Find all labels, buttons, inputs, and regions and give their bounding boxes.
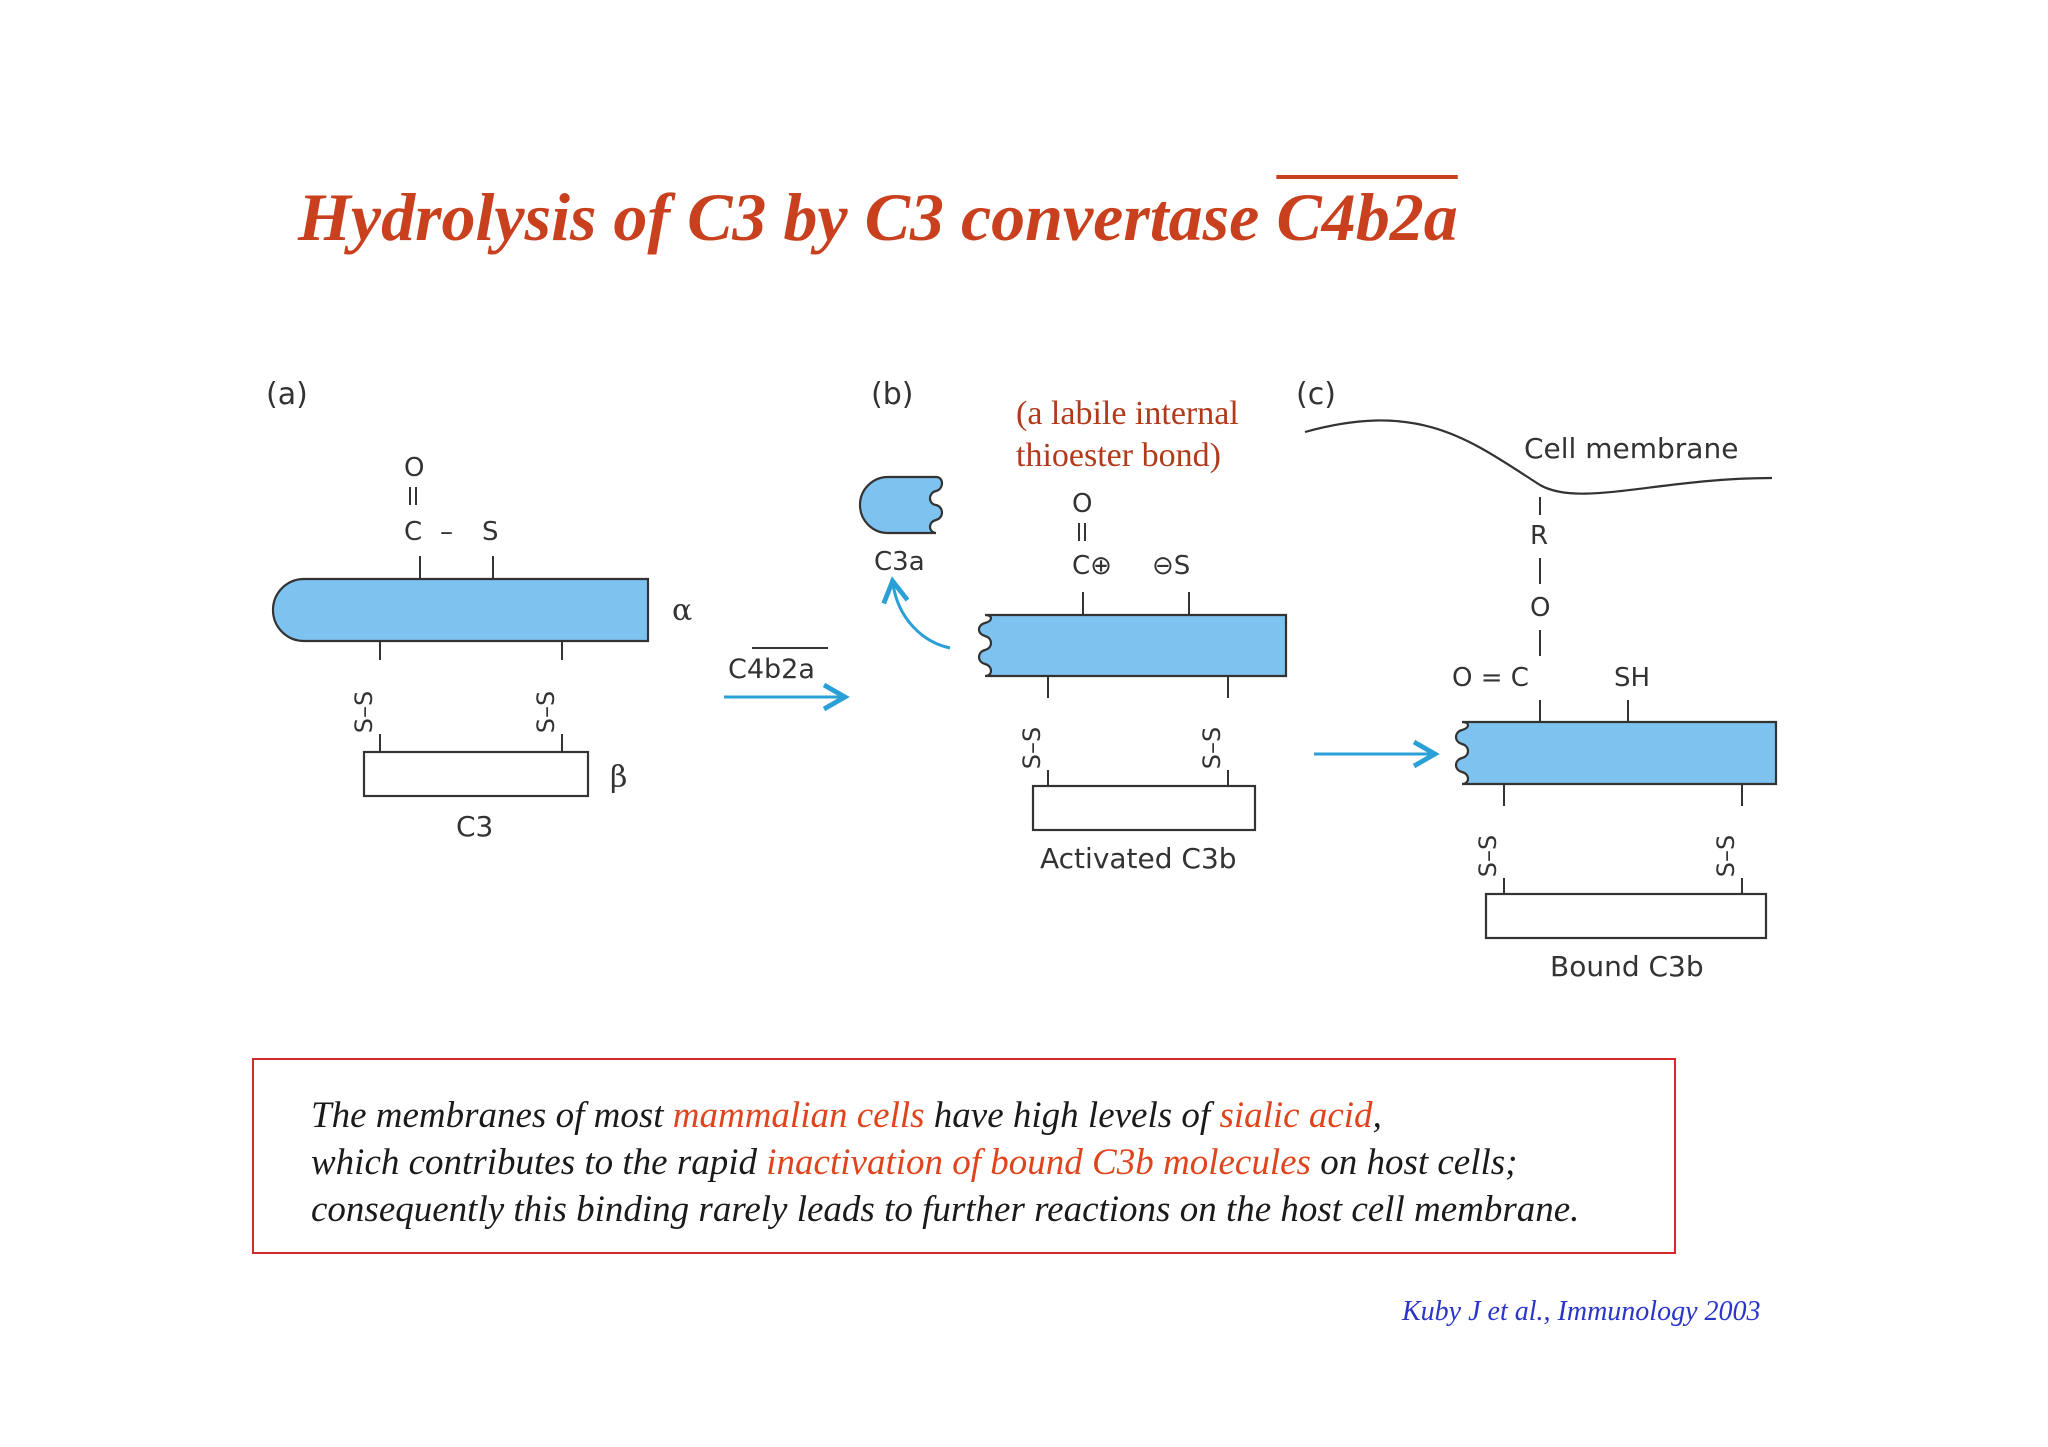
- panel-c-ester-carbonyl: O = C: [1452, 663, 1529, 693]
- panel-c-disulfide-left: S–S: [1474, 835, 1502, 877]
- explanation-line-1: The membranes of most mammalian cells ha…: [311, 1092, 1674, 1139]
- panel-c-membrane-label: Cell membrane: [1524, 432, 1738, 465]
- explanation-box: The membranes of most mammalian cells ha…: [252, 1058, 1676, 1254]
- panel-b-activated-alpha-chain: [977, 613, 1288, 678]
- panel-a-name: C3: [456, 810, 493, 843]
- panel-a-bond-dash: –: [440, 517, 453, 547]
- explanation-line-3: consequently this binding rarely leads t…: [311, 1186, 1674, 1233]
- panel-b-disulfide-right: S–S: [1198, 727, 1226, 769]
- explanation-line-2: which contributes to the rapid inactivat…: [311, 1139, 1674, 1186]
- panel-a-disulfide-right: S–S: [532, 691, 560, 733]
- panel-b-c3a-fragment: [858, 475, 944, 535]
- panel-a-disulfide-left: S–S: [350, 691, 378, 733]
- panel-a-beta-chain: [362, 750, 590, 798]
- explanation-text: consequently this binding rarely leads t…: [311, 1189, 1580, 1230]
- arrow1-label: C4b2a: [728, 654, 815, 685]
- highlighted-term: mammalian cells: [672, 1095, 925, 1136]
- panel-c-thiol: SH: [1614, 663, 1650, 693]
- panel-a-oxygen: O: [404, 453, 424, 483]
- explanation-text: The membranes of most: [311, 1095, 673, 1136]
- panel-a-alpha-label: α: [672, 593, 692, 628]
- panel-c-tag: (c): [1296, 377, 1336, 412]
- explanation-text: have high levels of: [924, 1095, 1220, 1136]
- highlighted-term: inactivation of bound C3b molecules: [766, 1142, 1311, 1183]
- explanation-text: ,: [1372, 1095, 1382, 1136]
- panel-a-alpha-chain: [271, 577, 650, 643]
- panel-b-beta-chain: [1031, 784, 1257, 832]
- panel-b-release-arrow: [881, 576, 951, 650]
- panel-a-carbon: C: [404, 517, 422, 547]
- panel-c-bound-alpha-chain: [1454, 720, 1778, 786]
- panel-c-name: Bound C3b: [1550, 950, 1704, 983]
- explanation-text: which contributes to the rapid: [311, 1142, 767, 1183]
- panel-c-r-group: R: [1530, 521, 1548, 551]
- panel-c-ester-oxygen: O: [1530, 593, 1550, 623]
- title-overlined-term: C4b2a: [1276, 179, 1458, 255]
- panel-b-carbonium: C⊕: [1072, 551, 1112, 581]
- panel-b-name: Activated C3b: [1040, 842, 1237, 875]
- panel-b-tag: (b): [871, 377, 913, 412]
- panel-b-note-line2: thioester bond): [1016, 437, 1221, 474]
- panel-b-disulfide-left: S–S: [1018, 727, 1046, 769]
- panel-a-tag: (a): [266, 377, 308, 412]
- page-title: Hydrolysis of C3 by C3 convertase C4b2a: [298, 178, 1458, 257]
- panel-c-beta-chain: [1484, 892, 1768, 940]
- panel-c-cell-membrane-line: [1304, 419, 1773, 495]
- panel-b-c3a-label: C3a: [874, 547, 925, 577]
- panel-b-note-line1: (a labile internal: [1016, 395, 1239, 432]
- panel-b-thiolate: ⊖S: [1152, 551, 1190, 581]
- highlighted-term: sialic acid: [1219, 1095, 1373, 1136]
- citation: Kuby J et al., Immunology 2003: [1402, 1296, 1761, 1327]
- panel-a-beta-label: β: [610, 760, 627, 795]
- title-text: Hydrolysis of C3 by C3 convertase: [298, 179, 1277, 255]
- explanation-text: on host cells;: [1310, 1142, 1518, 1183]
- panel-b-oxygen: O: [1072, 489, 1092, 519]
- panel-a-sulfur: S: [482, 517, 499, 547]
- panel-c-disulfide-right: S–S: [1712, 835, 1740, 877]
